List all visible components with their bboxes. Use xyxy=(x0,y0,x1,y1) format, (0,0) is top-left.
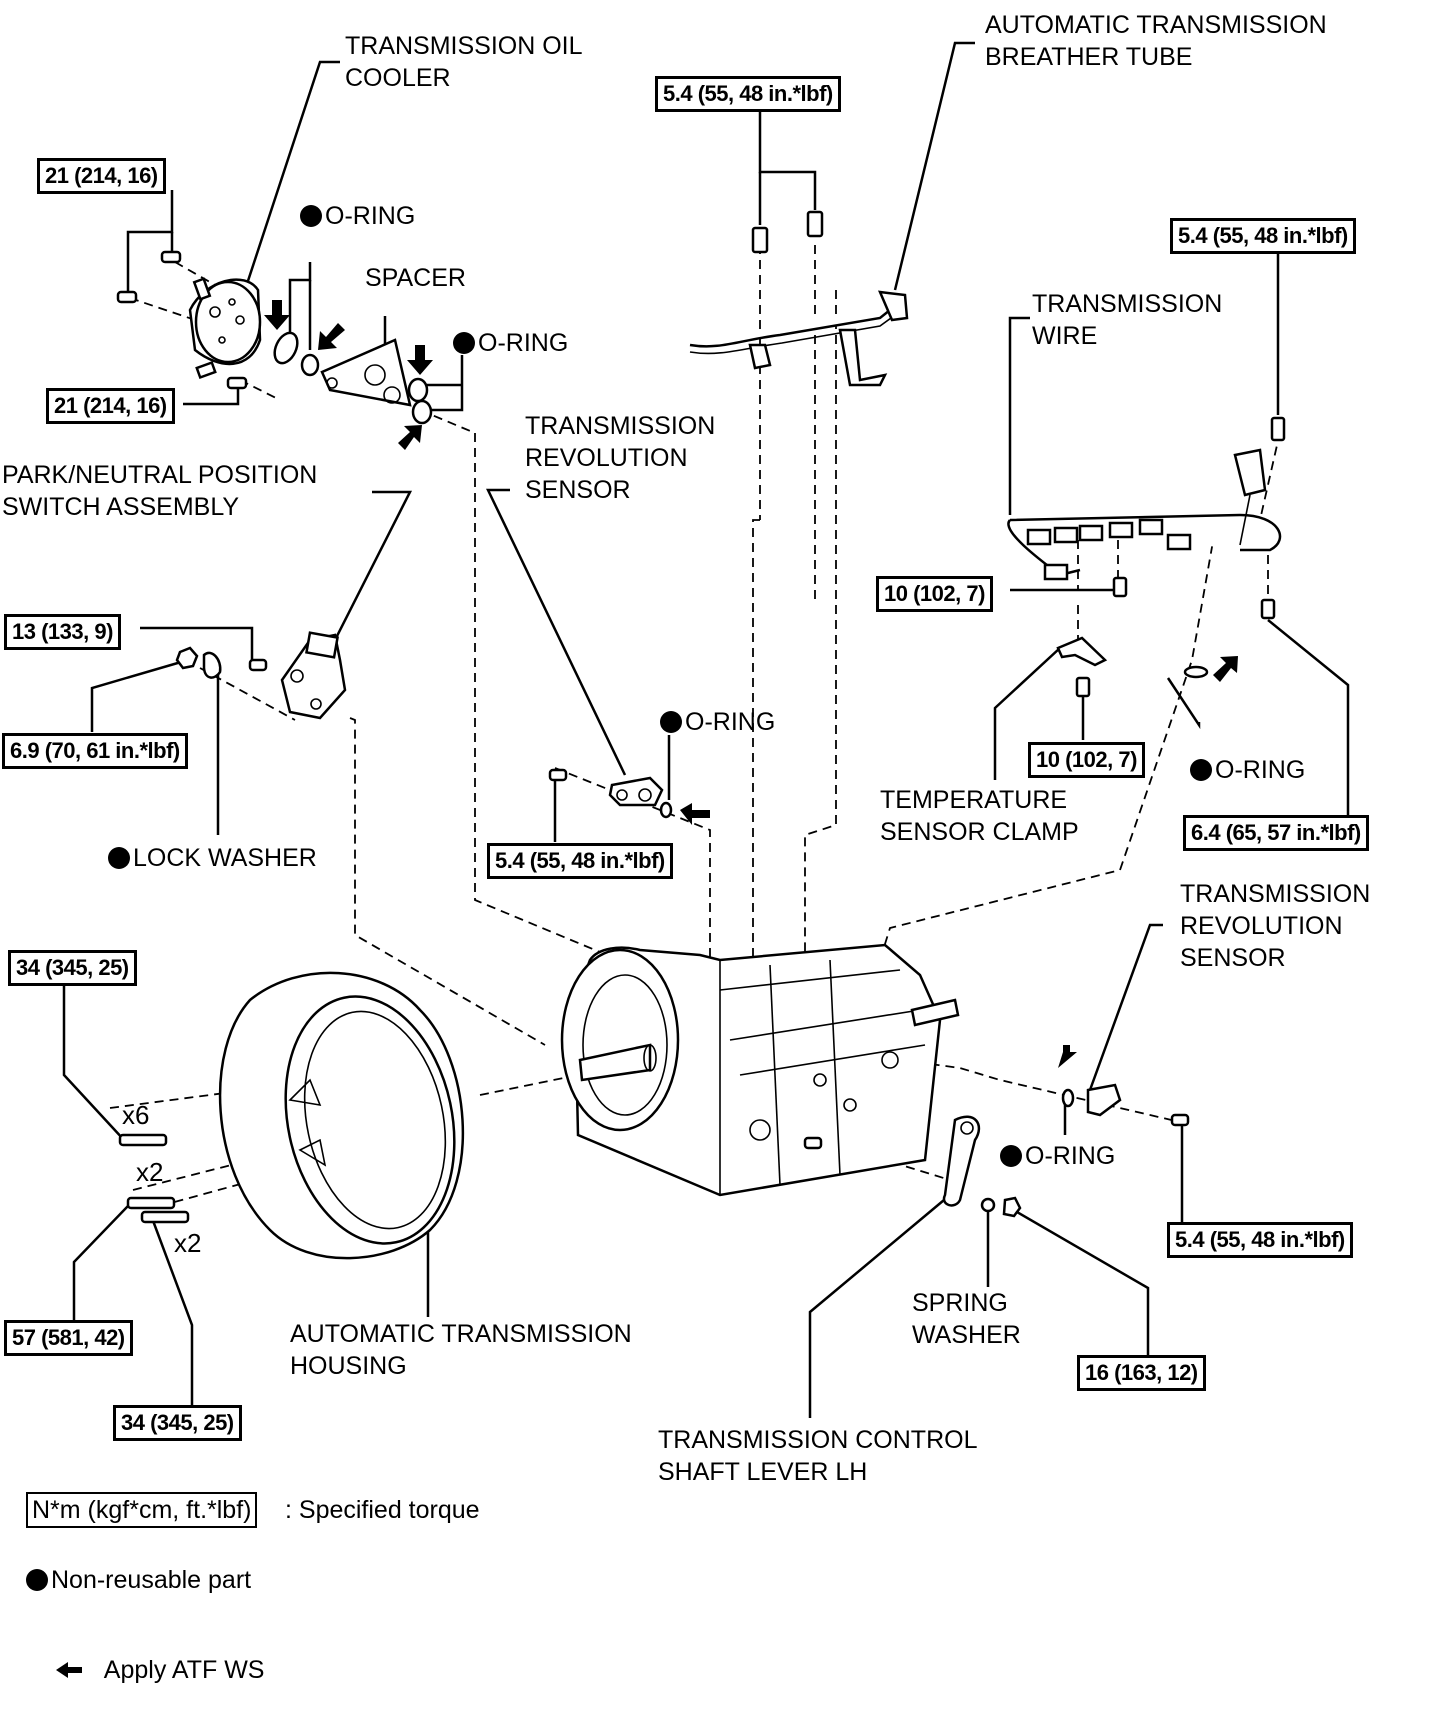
torque-wire-upper: 5.4 (55, 48 in.*lbf) xyxy=(1170,218,1356,254)
quantity-x2-a: x2 xyxy=(136,1157,164,1187)
quantity-x6: x6 xyxy=(122,1100,150,1130)
diagram-artwork xyxy=(62,41,1350,1418)
torque-pn-switch-nut: 6.9 (70, 61 in.*lbf) xyxy=(2,733,188,769)
label-o-ring-cooler: O-RING xyxy=(300,200,415,232)
label-spacer: SPACER xyxy=(365,264,466,292)
o-ring-wire xyxy=(1183,665,1209,679)
torque-oil-cooler-lower: 21 (214, 16) xyxy=(46,388,175,424)
quantity-x2-b: x2 xyxy=(174,1228,202,1258)
non-reusable-dot-icon xyxy=(1000,1145,1022,1167)
legend-apply-atf: Apply ATF WS xyxy=(28,1622,264,1718)
legend-non-reusable: Non-reusable part xyxy=(26,1564,251,1596)
leader-lines xyxy=(62,41,1350,1418)
torque-pn-switch-bolt: 13 (133, 9) xyxy=(4,614,121,650)
legend-torque-desc: : Specified torque xyxy=(285,1496,480,1524)
transmission-wire-part xyxy=(1007,448,1282,581)
label-rev-sensor-right: TRANSMISSION REVOLUTION SENSOR xyxy=(1180,880,1371,972)
label-o-ring-right: O-RING xyxy=(1000,1140,1115,1172)
non-reusable-dot-icon xyxy=(453,332,475,354)
torque-rev-sensor-center: 5.4 (55, 48 in.*lbf) xyxy=(487,843,673,879)
bolts-wire xyxy=(1075,416,1286,698)
breather-tube-part xyxy=(689,290,909,387)
torque-clamp-bolt: 10 (102, 7) xyxy=(1028,742,1145,778)
automatic-transmission-body xyxy=(560,943,960,1197)
bolts-breather-tube xyxy=(751,210,824,254)
pn-switch-fasteners xyxy=(175,646,268,679)
label-lock-washer: LOCK WASHER xyxy=(108,842,317,874)
label-park-neutral-switch: PARK/NEUTRAL POSITION SWITCH ASSEMBLY xyxy=(2,461,318,521)
non-reusable-dot-icon xyxy=(300,205,322,227)
torque-housing-x2-b: 34 (345, 25) xyxy=(113,1405,242,1441)
o-rings-left xyxy=(273,331,320,377)
non-reusable-dot-icon xyxy=(108,847,130,869)
label-o-ring-spacer: O-RING xyxy=(453,327,568,359)
label-housing: AUTOMATIC TRANSMISSION HOUSING xyxy=(290,1320,632,1380)
legend-torque-unit-box: N*m (kgf*cm, ft.*lbf) xyxy=(26,1492,258,1528)
transmission-oil-cooler-part xyxy=(188,277,262,380)
bolts-oil-cooler xyxy=(116,250,248,390)
temperature-sensor-clamp-part xyxy=(1056,636,1108,667)
torque-lever-nut: 16 (163, 12) xyxy=(1077,1355,1206,1391)
spacer-part xyxy=(320,338,412,407)
o-rings-right xyxy=(407,377,433,425)
park-neutral-switch-part xyxy=(280,631,347,720)
label-transmission-wire: TRANSMISSION WIRE xyxy=(1032,290,1223,350)
non-reusable-dot-icon xyxy=(26,1569,48,1591)
label-temperature-sensor-clamp: TEMPERATURE SENSOR CLAMP xyxy=(880,786,1079,846)
label-control-shaft-lever: TRANSMISSION CONTROL SHAFT LEVER LH xyxy=(658,1426,978,1486)
torque-housing-x6: 34 (345, 25) xyxy=(8,950,137,986)
control-shaft-lever-part xyxy=(942,1115,1022,1218)
apply-atf-arrow-icon xyxy=(55,1662,82,1678)
automatic-transmission-housing-part xyxy=(218,971,465,1260)
revolution-sensor-center-part xyxy=(548,768,673,819)
torque-oil-cooler-upper: 21 (214, 16) xyxy=(37,158,166,194)
torque-housing-x2-a: 57 (581, 42) xyxy=(4,1320,133,1356)
label-spring-washer: SPRING WASHER xyxy=(912,1289,1021,1349)
non-reusable-dot-icon xyxy=(660,711,682,733)
label-rev-sensor-center: TRANSMISSION REVOLUTION SENSOR xyxy=(525,412,716,504)
torque-rev-sensor-right: 5.4 (55, 48 in.*lbf) xyxy=(1167,1222,1353,1258)
label-o-ring-wire: O-RING xyxy=(1190,754,1305,786)
bolts-housing xyxy=(118,1133,190,1224)
torque-breather-tube: 5.4 (55, 48 in.*lbf) xyxy=(655,76,841,112)
non-reusable-dot-icon xyxy=(1190,759,1212,781)
apply-atf-arrows xyxy=(264,300,1238,1068)
label-breather-tube: AUTOMATIC TRANSMISSION BREATHER TUBE xyxy=(985,11,1327,71)
torque-wire-bolt: 10 (102, 7) xyxy=(876,576,993,612)
revolution-sensor-right-part xyxy=(1061,1083,1190,1127)
label-o-ring-center: O-RING xyxy=(660,706,775,738)
torque-wire-right: 6.4 (65, 57 in.*lbf) xyxy=(1183,815,1369,851)
label-transmission-oil-cooler: TRANSMISSION OIL COOLER xyxy=(345,32,583,92)
